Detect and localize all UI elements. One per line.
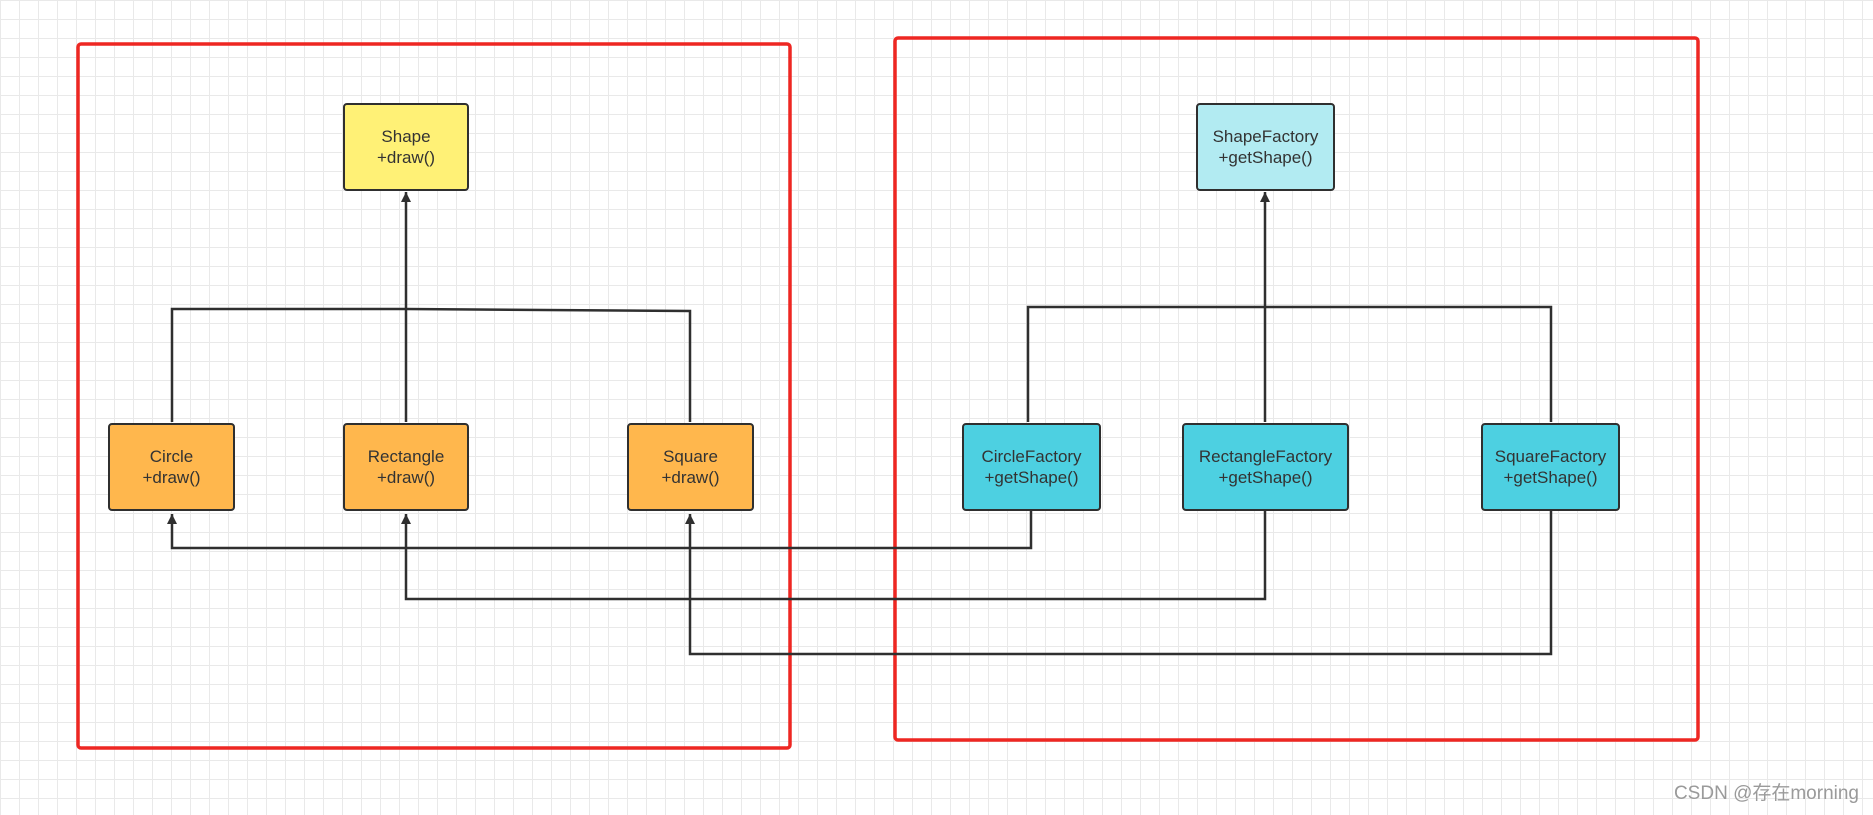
factory-group-border: [893, 36, 1700, 742]
edge-circlefactory-creates-circle: [167, 510, 1033, 550]
circle-class-box[interactable]: Circle +draw(): [108, 423, 235, 511]
circlefactory-class-method: +getShape(): [984, 468, 1079, 487]
shapefactory-class-name: ShapeFactory: [1212, 127, 1319, 146]
square-class-method: +draw(): [661, 468, 720, 487]
circlefactory-class-box[interactable]: CircleFactory +getShape(): [962, 423, 1101, 511]
shapefactory-class-box[interactable]: ShapeFactory +getShape(): [1196, 103, 1335, 191]
circlefactory-class-name: CircleFactory: [981, 447, 1082, 466]
edge-squarefactory-creates-square: [685, 510, 1553, 656]
square-class-name: Square: [663, 447, 718, 466]
rectangle-class-name: Rectangle: [367, 447, 445, 466]
edge-squarefactory-to-shapefactory: [1265, 305, 1553, 422]
edge-rectanglefactory-creates-rectangle: [401, 510, 1267, 601]
circle-class-method: +draw(): [142, 468, 201, 487]
shape-class-box[interactable]: Shape +draw(): [343, 103, 469, 191]
edge-circlefactory-to-shapefactory: [1026, 305, 1265, 422]
squarefactory-class-method: +getShape(): [1503, 468, 1598, 487]
watermark-text: CSDN @存在morning: [1673, 783, 1859, 804]
square-class-box[interactable]: Square +draw(): [627, 423, 754, 511]
shape-class-method: +draw(): [376, 148, 436, 167]
rectanglefactory-class-method: +getShape(): [1218, 468, 1313, 487]
edge-circle-to-shape: [170, 307, 406, 422]
rectanglefactory-class-name: RectangleFactory: [1198, 447, 1333, 466]
squarefactory-class-box[interactable]: SquareFactory +getShape(): [1481, 423, 1620, 511]
circle-class-name: Circle: [149, 447, 194, 466]
rectanglefactory-class-box[interactable]: RectangleFactory +getShape(): [1182, 423, 1349, 511]
rectangle-class-box[interactable]: Rectangle +draw(): [343, 423, 469, 511]
product-group-border: [76, 42, 792, 750]
shapefactory-class-method: +getShape(): [1218, 148, 1313, 167]
rectangle-class-method: +draw(): [376, 468, 436, 487]
shape-class-name: Shape: [381, 127, 431, 146]
edge-square-to-shape: [405, 307, 692, 422]
squarefactory-class-name: SquareFactory: [1494, 447, 1607, 466]
